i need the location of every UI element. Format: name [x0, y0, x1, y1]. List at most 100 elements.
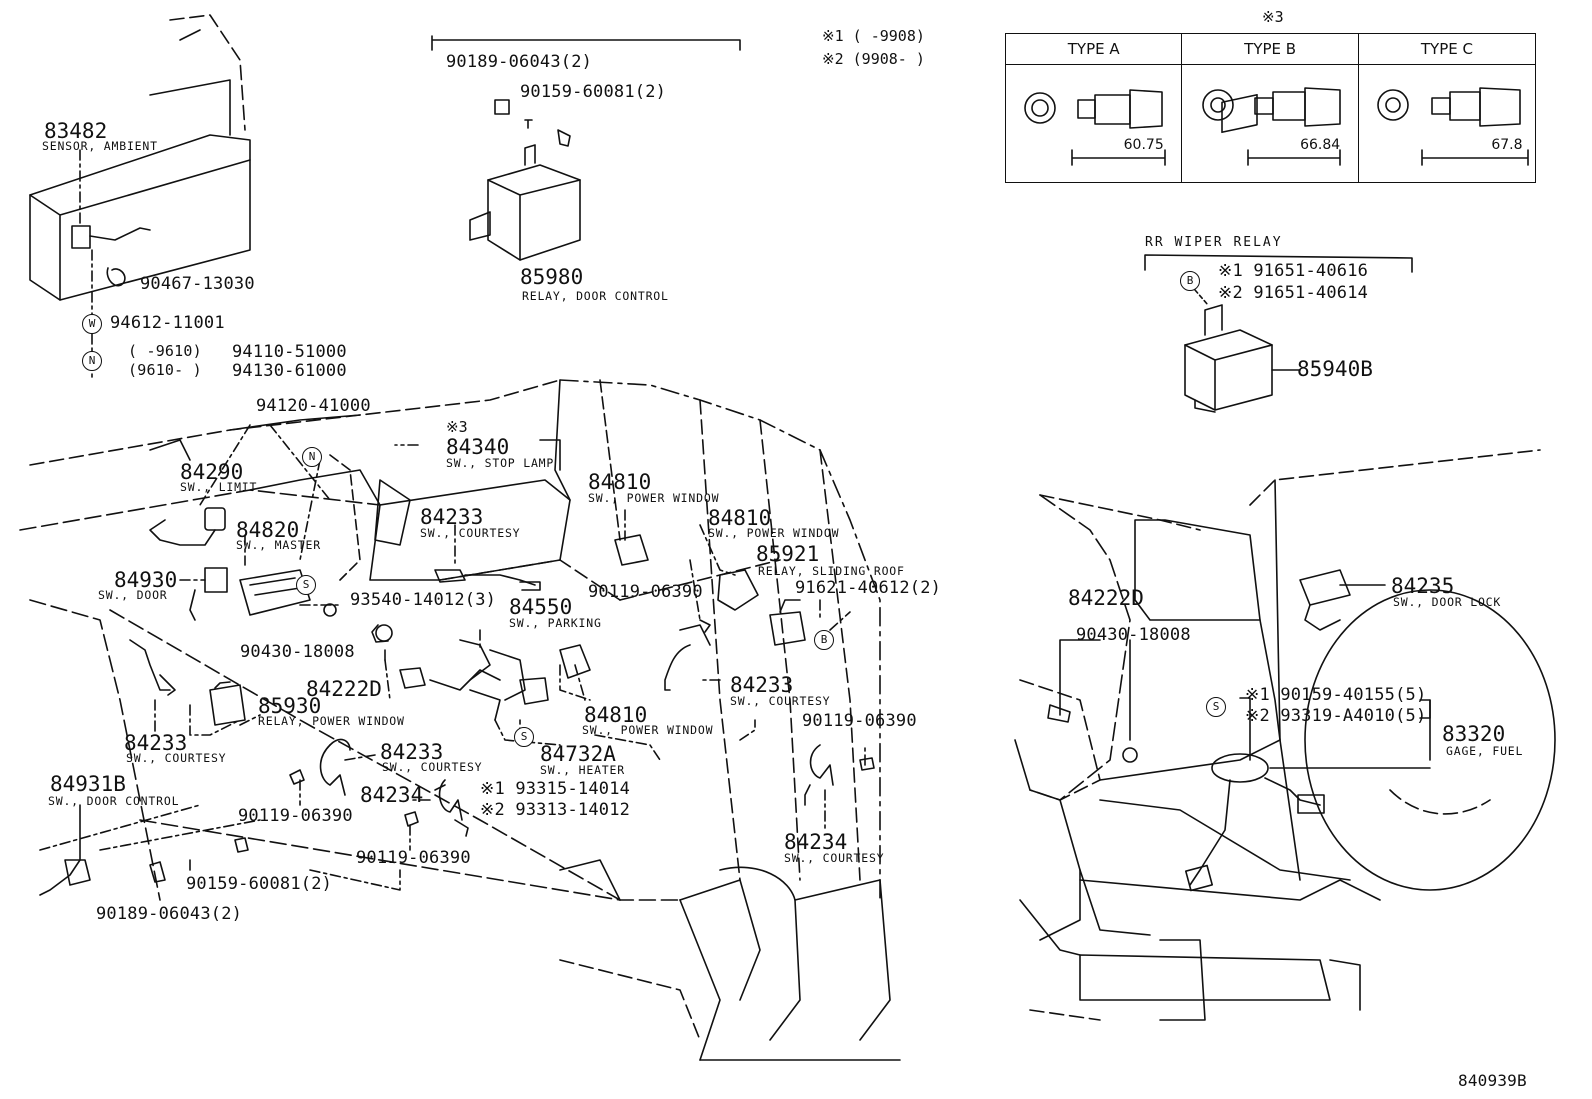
part-83320: 83320: [1442, 722, 1506, 746]
part-94130: 94130-61000: [232, 361, 347, 381]
part-90159-top: 90159-60081(2): [520, 82, 667, 102]
part-85921: 85921: [756, 542, 820, 566]
part-94110: 94110-51000: [232, 342, 347, 362]
b-mark-main: B: [814, 630, 834, 650]
part-84930: 84930: [114, 568, 178, 592]
rr-wiper-option-1: ※1 91651-40616: [1218, 261, 1369, 281]
part-94120: 94120-41000: [256, 396, 371, 416]
mark-3-main: ※3: [446, 418, 468, 436]
part-84810-b-name: SW., POWER WINDOW: [708, 526, 840, 540]
n-mark-main: N: [302, 447, 322, 467]
part-83482: 83482: [44, 119, 108, 143]
part-84235-name: SW., DOOR LOCK: [1393, 595, 1502, 609]
part-90430: 90430-18008: [240, 642, 355, 662]
part-85930: 85930: [258, 694, 322, 718]
type-b-cell: 66.84: [1181, 64, 1359, 183]
type-c-dim: 67.8: [1491, 137, 1523, 153]
part-84233-a: 84233: [420, 505, 484, 529]
part-83482-name: SENSOR, AMBIENT: [42, 139, 158, 153]
rr-wiper-option-2: ※2 91651-40614: [1218, 283, 1369, 303]
part-90467: 90467-13030: [140, 274, 255, 294]
part-93315: ※1 93315-14014: [480, 779, 631, 799]
part-85980: 85980: [520, 265, 584, 289]
part-90119-c: 90119-06390: [238, 806, 353, 826]
part-84820-name: SW., MASTER: [236, 538, 321, 552]
leader-lines: [39, 359, 866, 891]
part-90119-b: 90119-06390: [802, 711, 917, 731]
part-84810-a: 84810: [588, 470, 652, 494]
part-84732A: 84732A: [540, 742, 616, 766]
part-84930-name: SW., DOOR: [98, 588, 168, 602]
rr-wiper-title: RR WIPER RELAY: [1145, 235, 1283, 250]
part-90119-a: 90119-06390: [588, 582, 703, 602]
part-84810-c: 84810: [584, 703, 648, 727]
w-mark: W: [82, 314, 102, 334]
part-84810-c-name: SW., POWER WINDOW: [582, 723, 714, 737]
part-93313: ※2 93313-14012: [480, 800, 631, 820]
part-84550-name: SW., PARKING: [509, 616, 602, 630]
front-bumper-drawing: [29, 14, 251, 301]
type-a-header: TYPE A: [1004, 33, 1183, 65]
part-90159-bottom: 90159-60081(2): [186, 874, 333, 894]
part-84233-a-name: SW., COURTESY: [420, 526, 521, 540]
part-84233-b: 84233: [730, 673, 794, 697]
relay-door-control-drawing: [431, 35, 741, 261]
fuel-option-2: ※2 93319-A4010(5): [1245, 706, 1427, 726]
type-a-cell: 60.75: [1004, 64, 1183, 183]
part-85921-name: RELAY, SLIDING ROOF: [758, 564, 905, 578]
part-83320-name: GAGE, FUEL: [1446, 744, 1524, 758]
switch-parts-drawing: [39, 507, 875, 896]
vehicle-body-drawing: [19, 379, 901, 1061]
rear-vehicle-drawing: [1014, 449, 1556, 1021]
type-c-cell: 67.8: [1357, 64, 1537, 183]
type-c-header: TYPE C: [1357, 33, 1537, 65]
part-84931B-name: SW., DOOR CONTROL: [48, 794, 180, 808]
connector-types-table: TYPE A TYPE B TYPE C 60.75 66.84 67.8: [1004, 33, 1537, 183]
type-a-dim: 60.75: [1123, 137, 1164, 153]
part-84222D: 84222D: [306, 677, 382, 701]
fuel-option-1: ※1 90159-40155(5): [1245, 685, 1427, 705]
legend-note-2: ※2 (9908- ): [822, 50, 925, 68]
part-84233-d: 84233: [380, 740, 444, 764]
part-84222D-right: 84222D: [1068, 586, 1144, 610]
part-84810-b: 84810: [708, 506, 772, 530]
part-84820: 84820: [236, 518, 300, 542]
b-mark-rr: B: [1180, 271, 1200, 291]
part-84233-b-name: SW., COURTESY: [730, 694, 831, 708]
part-85940B: 85940B: [1297, 357, 1373, 381]
part-84290-name: SW., LIMIT: [180, 480, 258, 494]
type-b-dim: 66.84: [1300, 137, 1341, 153]
part-84340: 84340: [446, 435, 510, 459]
s-mark-right: S: [1206, 697, 1226, 717]
part-84233-c-name: SW., COURTESY: [126, 751, 227, 765]
s-mark-main: S: [296, 575, 316, 595]
part-91621: 91621-40612(2): [795, 578, 942, 598]
part-84234-b-name: SW., COURTESY: [784, 851, 885, 865]
part-84235: 84235: [1391, 574, 1455, 598]
range-9610-before: ( -9610): [128, 342, 202, 360]
n-mark: N: [82, 351, 102, 371]
part-84340-name: SW., STOP LAMP: [446, 456, 555, 470]
part-84234-b: 84234: [784, 830, 848, 854]
part-90430-right: 90430-18008: [1076, 625, 1191, 645]
part-90189-top: 90189-06043(2): [446, 52, 593, 72]
part-85930-name: RELAY, POWER WINDOW: [258, 714, 405, 728]
part-85980-name: RELAY, DOOR CONTROL: [522, 289, 669, 303]
type-b-header: TYPE B: [1181, 33, 1359, 65]
part-84931B: 84931B: [50, 772, 126, 796]
part-84234-a: 84234: [360, 783, 424, 807]
ambient-sensor-drawing: [71, 149, 151, 361]
range-9610-after: (9610- ): [128, 361, 202, 379]
legend-note-1: ※1 ( -9908): [822, 27, 925, 45]
part-84233-c: 84233: [124, 731, 188, 755]
part-84290: 84290: [180, 460, 244, 484]
part-94612: 94612-11001: [110, 313, 225, 333]
part-93540: 93540-14012(3): [350, 590, 497, 610]
part-84233-d-name: SW., COURTESY: [382, 760, 483, 774]
part-90119-d: 90119-06390: [356, 848, 471, 868]
part-84810-a-name: SW., POWER WINDOW: [588, 491, 720, 505]
s-mark-heater: S: [514, 727, 534, 747]
part-84732A-name: SW., HEATER: [540, 763, 625, 777]
part-90189-bottom: 90189-06043(2): [96, 904, 243, 924]
type-note-mark: ※3: [1262, 8, 1284, 26]
